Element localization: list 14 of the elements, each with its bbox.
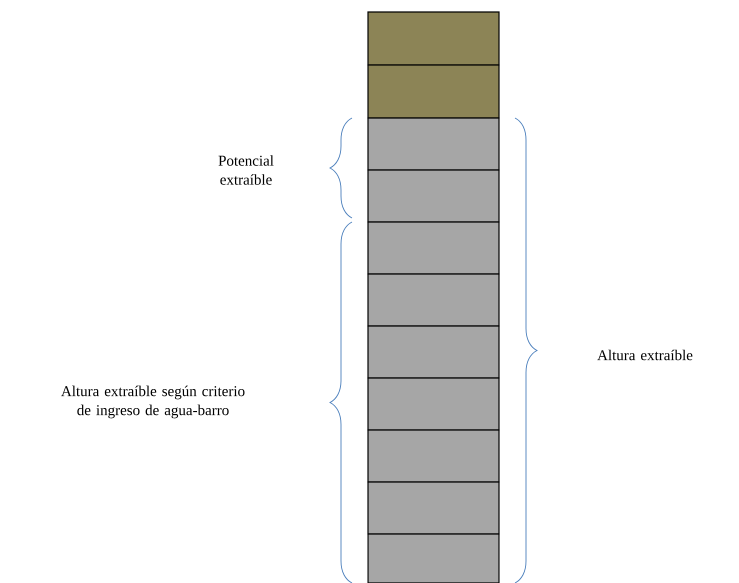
block — [367, 64, 500, 119]
block — [367, 221, 500, 275]
block — [367, 429, 500, 483]
block — [367, 11, 500, 66]
brace-label: Altura extraíble — [597, 350, 692, 360]
block — [367, 377, 500, 431]
brace-label: Altura extraíble según criterio de ingreso de agua-barro — [61, 386, 244, 418]
block — [367, 533, 500, 583]
block — [367, 481, 500, 535]
block — [367, 117, 500, 171]
block — [367, 273, 500, 327]
block — [367, 169, 500, 223]
block — [367, 325, 500, 379]
brace-label: Potencial extraíble — [218, 155, 274, 185]
